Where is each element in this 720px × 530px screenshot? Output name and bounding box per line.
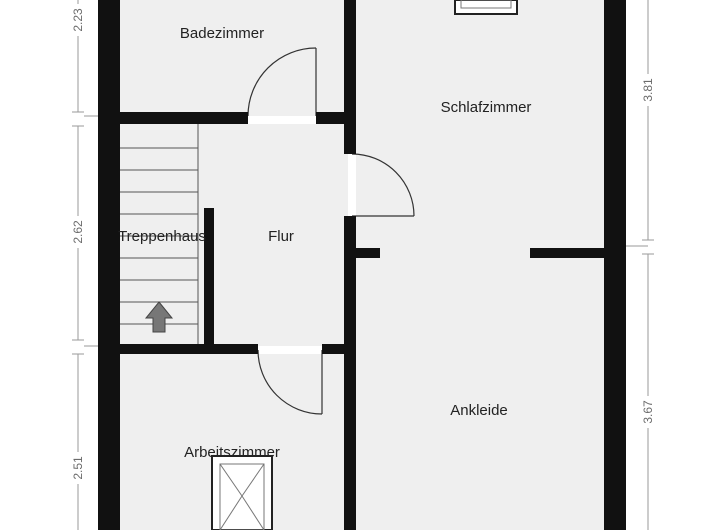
arrow-up-icon	[144, 301, 174, 333]
wall-outer-left	[98, 0, 120, 530]
wall-center-lower	[344, 216, 356, 530]
floor-ankleide	[356, 244, 604, 530]
wall-stub-center	[356, 248, 380, 258]
svg-text:3.67: 3.67	[641, 400, 655, 424]
door-arc-arbeitszimmer	[257, 349, 323, 415]
svg-text:2.62: 2.62	[71, 220, 85, 244]
dimension-label-right-top: 3.81	[640, 74, 656, 106]
dimension-label-left-top: 2.23	[70, 4, 86, 36]
wall-stub-right	[530, 248, 604, 258]
room-label-arbeitszimmer: Arbeitszimmer	[184, 444, 280, 461]
walls	[98, 0, 626, 530]
room-label-badezimmer: Badezimmer	[180, 25, 264, 42]
wall-center-upper	[344, 0, 356, 154]
floor-areas	[120, 0, 604, 530]
wall-outer-right	[604, 0, 626, 530]
doors	[247, 47, 415, 415]
door-arc-schlafzimmer	[351, 153, 415, 217]
dimension-label-right-bottom: 3.67	[640, 396, 656, 428]
room-label-treppenhaus: Treppenhaus	[118, 228, 206, 245]
dimension-label-left-bottom: 2.51	[70, 452, 86, 484]
svg-text:2.51: 2.51	[71, 456, 85, 480]
wall-stair-divider	[204, 208, 214, 346]
wall-bad-flur-left	[120, 112, 248, 124]
svg-text:2.23: 2.23	[71, 8, 85, 32]
room-label-schlafzimmer: Schlafzimmer	[441, 99, 532, 116]
staircase	[120, 124, 199, 346]
dimension-label-left-middle: 2.62	[70, 216, 86, 248]
door-arc-badezimmer	[247, 47, 317, 117]
wall-bad-flur-right	[316, 112, 348, 124]
wall-arbeits-left	[120, 344, 258, 354]
room-label-flur: Flur	[268, 228, 294, 245]
svg-text:3.81: 3.81	[641, 78, 655, 102]
window-icon	[211, 455, 273, 530]
floor-schlafzimmer	[356, 0, 604, 244]
room-label-ankleide: Ankleide	[450, 402, 508, 419]
window-icon	[454, 0, 518, 15]
floor-badezimmer	[120, 0, 348, 116]
wall-arbeits-right	[322, 344, 348, 354]
floor-flur	[206, 124, 348, 346]
